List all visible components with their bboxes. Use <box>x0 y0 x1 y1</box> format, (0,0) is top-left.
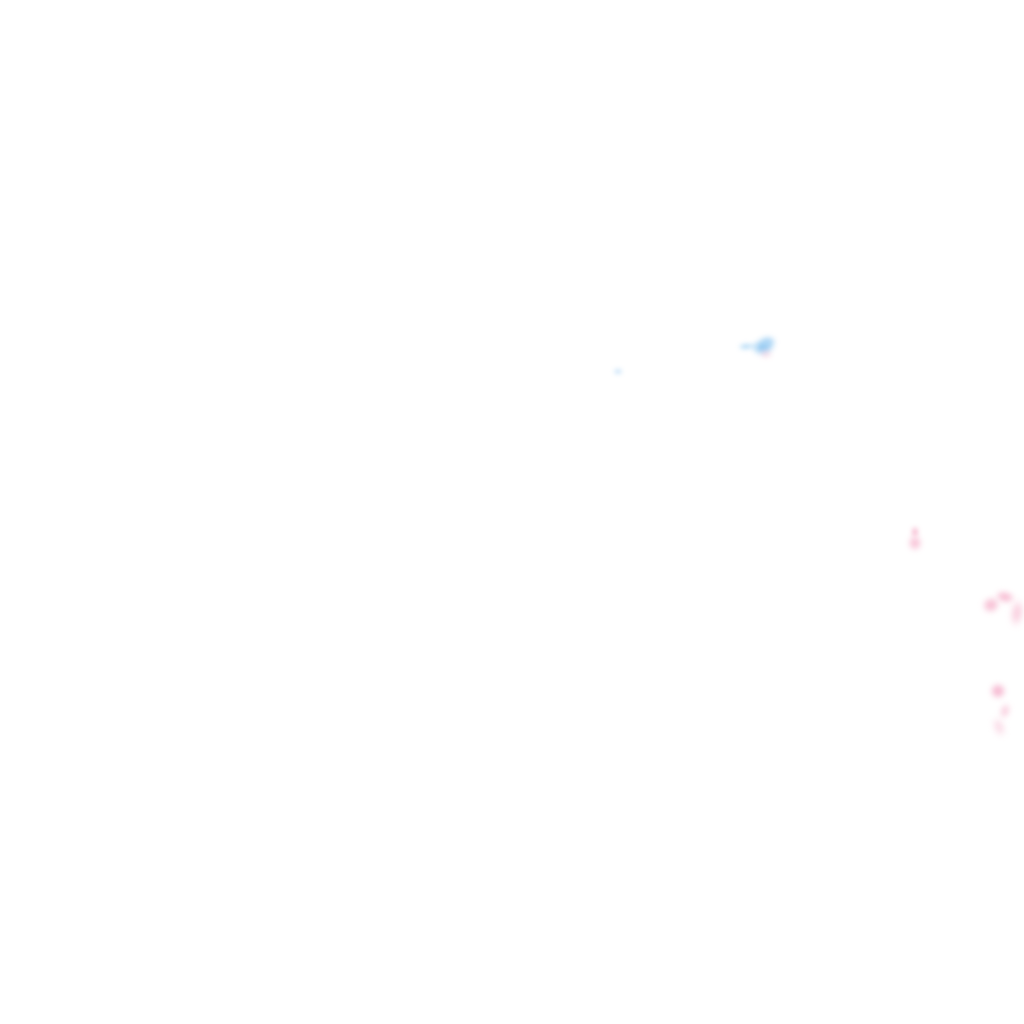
blue-cloud-left-piece <box>737 341 755 351</box>
blue-cloud-pink-tinge <box>760 350 772 358</box>
pink-teardrop-base <box>908 535 922 551</box>
pink-teardrop-tip <box>911 526 919 538</box>
pink-arc-right-tail <box>1009 598 1024 628</box>
pink-comma-tail <box>990 715 1008 739</box>
pink-arc-top-ridge <box>993 589 1017 605</box>
blue-cloud-main-top <box>760 336 776 348</box>
pink-comma-head <box>997 701 1013 721</box>
blue-dot-small <box>613 367 623 375</box>
blue-cloud-bridge <box>749 343 759 349</box>
blue-cloud-main-core <box>750 337 776 357</box>
pink-dot-round <box>990 683 1006 699</box>
pink-arc-left-lobe <box>979 594 1003 616</box>
